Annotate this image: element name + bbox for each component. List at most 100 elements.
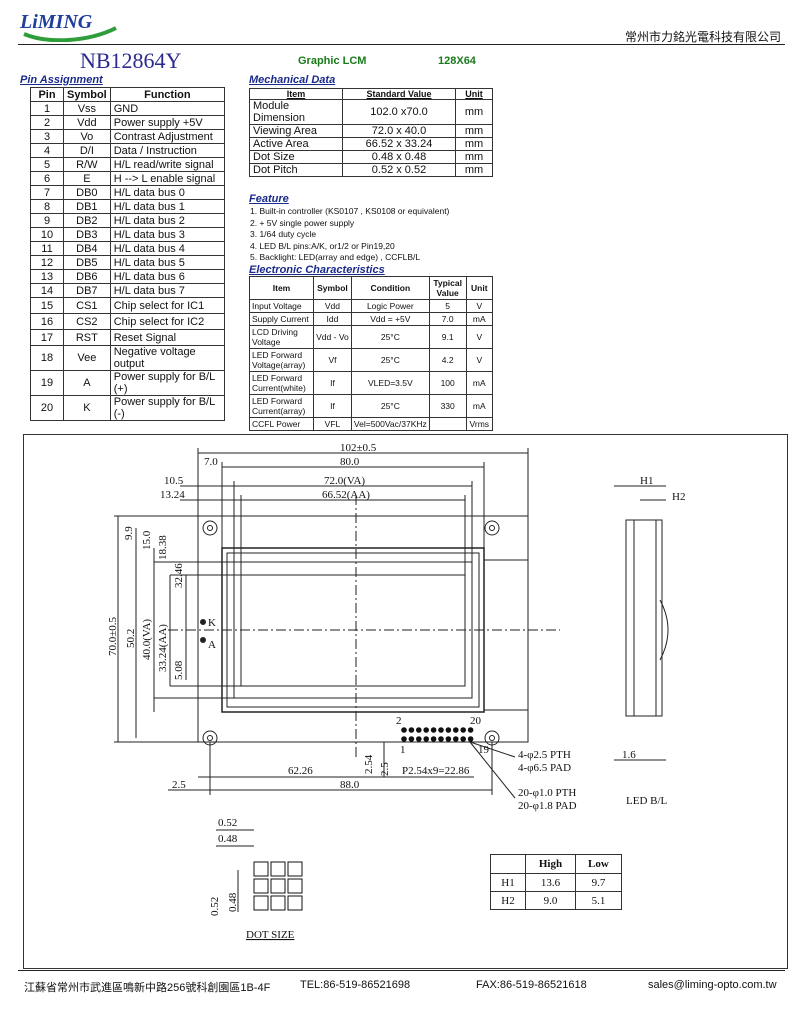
pin-number: 19 [30, 370, 64, 396]
elec-symbol: Vdd - Vo [312, 325, 352, 349]
dot-cell [270, 878, 286, 894]
dim-text-10-5: 10.5 [164, 475, 184, 487]
dot-dim-052: 0.52 [218, 817, 237, 829]
pin-label-19: 19 [478, 744, 490, 756]
product-type: Graphic LCM [298, 55, 367, 67]
elec-unit: Vrms [465, 417, 494, 431]
pin-number: 16 [30, 313, 64, 330]
model-number: NB12864Y [80, 48, 182, 73]
elec-item: CCFL Power [249, 417, 314, 431]
connector-pin [467, 727, 474, 733]
hl-header-high: High [525, 854, 576, 874]
pin-function: Power supply for B/L (+) [109, 370, 226, 396]
pin-function: H/L read/write signal [109, 157, 226, 172]
connector-pin [445, 727, 452, 733]
dim-text-32-46: 32.46 [173, 563, 185, 588]
connector-pin [430, 736, 437, 742]
dim-text-88: 88.0 [340, 779, 360, 791]
dim-text-aa-height: 33.24(AA) [157, 624, 169, 672]
pin-number: 14 [30, 283, 64, 298]
feature-list: 1. Built-in controller (KS0107 , KS0108 … [250, 206, 449, 264]
hole-pad-note: 4-φ6.5 PAD [518, 762, 571, 774]
electronic-table: Item Symbol Condition Typical Value Unit… [249, 276, 494, 431]
dot-cell [270, 895, 286, 911]
dim-text-70: 70.0±0.5 [107, 616, 119, 656]
led-housing [483, 559, 529, 711]
elec-unit: mA [465, 371, 494, 395]
dim-text-2-5: 2.5 [172, 779, 186, 791]
pin-symbol: RST [63, 329, 111, 346]
pin-function: H/L data bus 1 [109, 199, 226, 214]
elec-condition: 25°C [350, 348, 430, 372]
dim-text-7: 7.0 [204, 456, 218, 468]
feature-item: 1. Built-in controller (KS0107 , KS0108 … [250, 206, 450, 216]
pin-label-2: 2 [396, 715, 402, 727]
dim-text-13-24: 13.24 [160, 489, 185, 501]
mech-unit: mm [455, 99, 493, 125]
hl-header-blank [490, 854, 526, 874]
mechanical-drawing-frame [23, 434, 788, 969]
dot-cell [253, 861, 269, 877]
pin-symbol: K [63, 395, 111, 421]
pin-pth-note: 20-φ1.0 PTH [518, 787, 576, 799]
mount-hole-tl [202, 520, 218, 536]
pin-function: H/L data bus 7 [109, 283, 226, 298]
led-bl-label: LED B/L [626, 795, 668, 807]
pin-function: Power supply for B/L (-) [109, 395, 226, 421]
dot-cell [287, 878, 303, 894]
dim-text-va-height: 40.0(VA) [141, 619, 153, 660]
pin-label-a: A [208, 639, 216, 651]
footer-address: 江蘇省常州市武進區鳴新中路256號科創園區1B-4F [24, 982, 271, 994]
dot-cell [270, 861, 286, 877]
feature-item: 5. Backlight: LED(array and edge) , CCFL… [250, 252, 421, 263]
elec-item: LED Forward Current(array) [249, 394, 314, 418]
pin-function: Contrast Adjustment [109, 129, 226, 144]
pin-function: H/L data bus 2 [109, 213, 226, 228]
connector-pin [453, 727, 459, 733]
dot-dim-048: 0.48 [218, 833, 238, 845]
hl-header-low: Low [574, 854, 623, 874]
dim-text-18-38: 18.38 [157, 535, 169, 560]
hole-pth-note: 4-φ2.5 PTH [518, 749, 571, 761]
feature-title: Feature [249, 193, 289, 205]
pin-label-k: K [208, 617, 216, 629]
side-dim-1-6: 1.6 [622, 749, 636, 761]
pin-function: H/L data bus 0 [109, 185, 226, 200]
elec-item: LED Forward Voltage(array) [249, 348, 314, 372]
feature-item: 2. + 5V single power supply [250, 217, 355, 228]
footer-tel: TEL:86-519-86521698 [300, 979, 411, 991]
pin-pad-note: 20-φ1.8 PAD [518, 800, 577, 812]
electronic-title: Electronic Characteristics [249, 264, 385, 276]
elec-item: LED Forward Current(white) [249, 371, 314, 395]
dim-text-62-26: 62.26 [288, 765, 313, 777]
elec-header-item: Item [249, 276, 314, 300]
elec-symbol: Vf [312, 348, 352, 372]
pin-label-1: 1 [400, 744, 406, 756]
footer-email[interactable]: sales@liming-opto.com.tw [648, 979, 777, 991]
mech-unit: mm [455, 163, 493, 177]
height-low: 5.1 [574, 891, 623, 910]
resolution: 128X64 [438, 55, 476, 67]
pin-assignment-title: Pin Assignment [20, 74, 103, 86]
elec-typical: 100 [428, 371, 467, 395]
connector-pin [423, 736, 430, 742]
mech-item: Dot Pitch [249, 163, 343, 177]
pin-number: 17 [30, 329, 64, 346]
connector-pins [401, 727, 474, 742]
elec-item: LCD Driving Voltage [249, 325, 314, 349]
dot-dim-052v: 0.52 [209, 897, 221, 916]
height-label: H2 [490, 891, 526, 910]
pin-number: 10 [30, 227, 64, 242]
dim-text-102: 102±0.5 [340, 442, 377, 454]
dot-size-label: DOT SIZE [246, 929, 295, 941]
